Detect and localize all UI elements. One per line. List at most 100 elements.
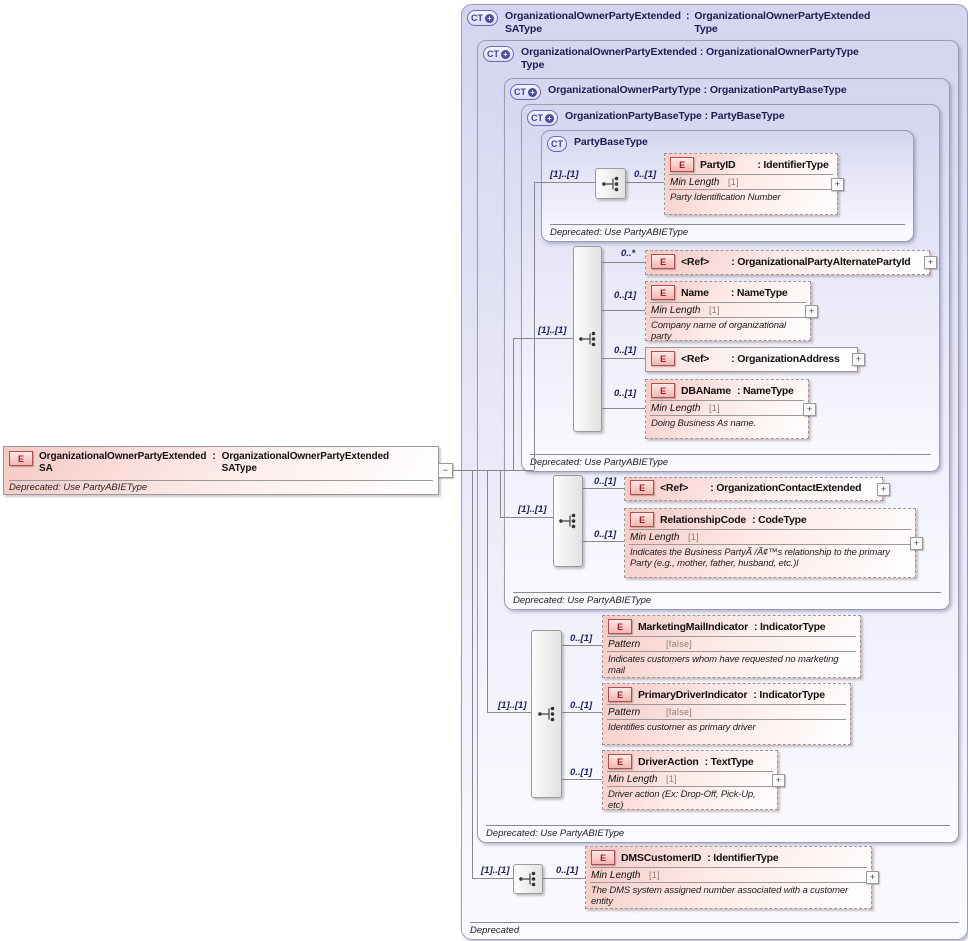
element-name: RelationshipCode bbox=[660, 513, 747, 526]
facet-name: Min Length bbox=[651, 305, 701, 316]
expand-button[interactable]: + bbox=[910, 537, 923, 550]
element-type: : IndicatorType bbox=[753, 620, 826, 633]
connector-line bbox=[534, 182, 595, 183]
sequence-icon bbox=[595, 168, 626, 199]
element-icon: E bbox=[651, 254, 675, 269]
element-type: : NameType bbox=[736, 384, 794, 397]
expand-button[interactable]: + bbox=[805, 305, 818, 318]
cardinality-label: 0..[1] bbox=[614, 345, 637, 356]
expand-button[interactable]: + bbox=[852, 353, 865, 366]
expand-button[interactable]: + bbox=[803, 403, 816, 416]
cardinality-label: [1]..[1] bbox=[538, 325, 567, 336]
element-icon: E bbox=[651, 383, 675, 398]
expand-button[interactable]: + bbox=[924, 256, 937, 269]
expand-button[interactable]: + bbox=[831, 178, 844, 191]
connector-line bbox=[534, 182, 535, 470]
element-name: <Ref> bbox=[681, 255, 710, 268]
element-description: Doing Business As name. bbox=[650, 415, 804, 431]
element-description: Party Identification Number bbox=[669, 189, 833, 205]
collapse-button[interactable]: − bbox=[438, 463, 453, 478]
element-description: The DMS system assigned number associate… bbox=[590, 882, 867, 909]
expand-button[interactable]: + bbox=[877, 483, 890, 496]
element-box-ref-organizationcontactextended[interactable]: E<Ref>: OrganizationContactExtended bbox=[624, 477, 883, 501]
complextype-icon: CT+ bbox=[467, 10, 498, 26]
connector-line bbox=[472, 878, 513, 879]
element-name: <Ref> bbox=[660, 481, 689, 494]
complextype-icon: CT bbox=[547, 136, 567, 152]
derived-plus-icon: + bbox=[545, 113, 554, 123]
facet-value: [1] bbox=[709, 403, 720, 413]
title-colon: : bbox=[685, 10, 690, 22]
complextype-label: CT bbox=[531, 113, 543, 123]
cardinality-label: 0..[1] bbox=[556, 865, 579, 876]
complextype-icon: CT+ bbox=[510, 84, 541, 100]
element-icon: E bbox=[608, 687, 632, 702]
facet-name: Min Length bbox=[591, 870, 641, 881]
complextype-icon: CT+ bbox=[483, 46, 514, 62]
facet-value: [false] bbox=[666, 707, 693, 717]
element-type: : OrganizationalPartyAlternatePartyId bbox=[731, 255, 911, 268]
cardinality-label: [1]..[1] bbox=[550, 169, 579, 180]
element-icon: E bbox=[651, 351, 675, 366]
connector-line bbox=[500, 470, 501, 517]
container-title: OrganizationPartyBaseType : PartyBaseTyp… bbox=[565, 110, 785, 122]
facet-value: [1] bbox=[688, 532, 699, 542]
cardinality-label: 0..[1] bbox=[614, 388, 637, 399]
complextype-label: CT bbox=[471, 13, 483, 23]
element-type: : OrganizationAddress bbox=[731, 352, 840, 365]
sequence-bar bbox=[531, 630, 562, 798]
root-name-line2: SA bbox=[39, 463, 53, 474]
element-name: <Ref> bbox=[681, 352, 710, 365]
container-header: CT+ OrganizationPartyBaseType : PartyBas… bbox=[527, 110, 934, 126]
sequence-icon bbox=[513, 864, 543, 894]
title-type-line2: Type bbox=[694, 22, 718, 35]
connector-line bbox=[600, 310, 645, 311]
cardinality-label: 0..[1] bbox=[570, 700, 593, 711]
element-icon: E bbox=[608, 754, 632, 769]
facet-value: [false] bbox=[666, 639, 693, 649]
expand-button[interactable]: + bbox=[772, 774, 785, 787]
facet-value: [1] bbox=[709, 305, 720, 315]
container-title: OrganizationalOwnerPartyExtended : Organ… bbox=[521, 46, 859, 71]
element-box-ref-organizationaddress[interactable]: E <Ref> : OrganizationAddress bbox=[645, 347, 858, 372]
element-icon: E bbox=[651, 285, 675, 300]
cardinality-label: 0..[1] bbox=[634, 169, 657, 180]
connector-line bbox=[472, 470, 473, 878]
expand-button[interactable]: + bbox=[866, 871, 879, 884]
connector-line bbox=[600, 408, 645, 409]
cardinality-label: [1]..[1] bbox=[518, 504, 547, 515]
facet-name: Pattern bbox=[608, 707, 641, 718]
element-name: Name bbox=[681, 286, 709, 299]
element-name: DriverAction bbox=[638, 755, 699, 768]
cardinality-label: 0..* bbox=[621, 248, 636, 259]
root-colon: : bbox=[212, 451, 216, 462]
complextype-icon: CT+ bbox=[527, 110, 558, 126]
title-name-line2: SAType bbox=[505, 22, 542, 35]
container-footer: Deprecated bbox=[470, 922, 959, 936]
connector-line bbox=[541, 878, 585, 879]
element-type: : IdentifierType bbox=[757, 158, 829, 171]
element-box-ref-alternatepartyid[interactable]: E <Ref> : OrganizationalPartyAlternatePart… bbox=[645, 250, 930, 275]
title-name-line1: OrganizationalOwnerPartyExtended bbox=[505, 10, 681, 22]
container-header: CT PartyBaseType bbox=[547, 136, 908, 152]
element-description: Indicates the Business PartyÃ /Ã¢™s rela… bbox=[629, 544, 911, 571]
connector-line bbox=[560, 645, 602, 646]
facet-value: [1] bbox=[728, 177, 739, 187]
container-footer: Deprecated: Use PartyABIEType bbox=[486, 825, 950, 839]
complextype-label: CT bbox=[514, 87, 526, 97]
connector-line bbox=[500, 517, 553, 518]
connector-line bbox=[600, 358, 645, 359]
title-line1: OrganizationalOwnerPartyExtended : Organ… bbox=[521, 46, 859, 58]
